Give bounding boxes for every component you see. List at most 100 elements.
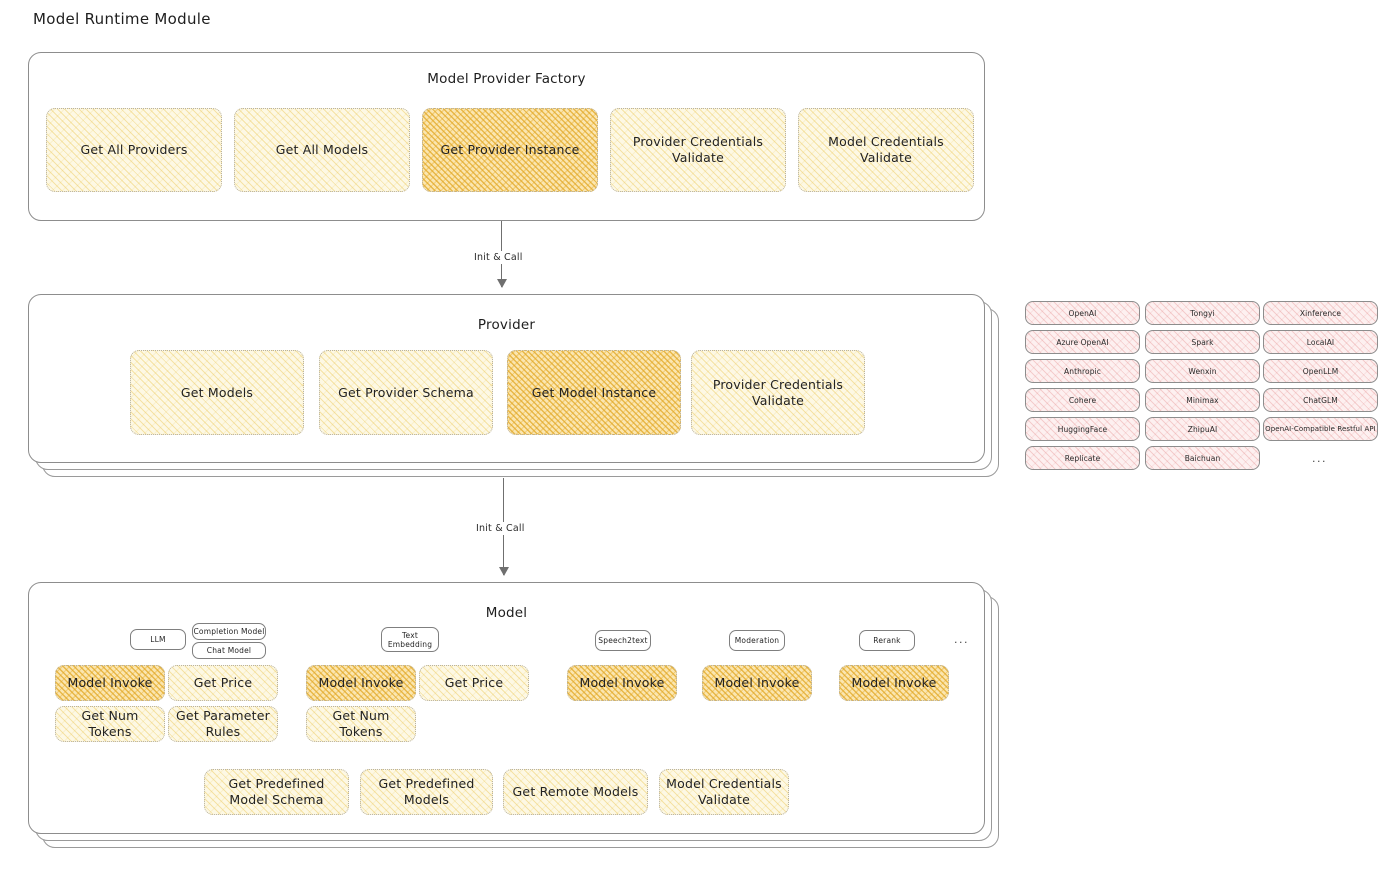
provider-pill-localai[interactable]: LocalAI bbox=[1263, 330, 1378, 354]
card-label: Get Num Tokens bbox=[332, 708, 390, 739]
card-moderation-model-invoke[interactable]: Model Invoke bbox=[702, 665, 812, 701]
card-speech2text-model-invoke[interactable]: Model Invoke bbox=[567, 665, 677, 701]
card-llm-get-num-tokens[interactable]: Get Num Tokens bbox=[55, 706, 165, 742]
provider-title: Provider bbox=[477, 317, 536, 333]
pill-label: OpenLLM bbox=[1302, 366, 1339, 376]
card-label: Provider Credentials Validate bbox=[632, 134, 764, 165]
card-label: Get Remote Models bbox=[512, 784, 639, 800]
badge-label: Chat Model bbox=[206, 646, 252, 655]
card-get-provider-schema[interactable]: Get Provider Schema bbox=[319, 350, 493, 435]
provider-pill-xinference[interactable]: Xinference bbox=[1263, 301, 1378, 325]
connector-2-arrowhead bbox=[499, 567, 509, 576]
provider-pill-zhipuai[interactable]: ZhipuAI bbox=[1145, 417, 1260, 441]
provider-pill-baichuan[interactable]: Baichuan bbox=[1145, 446, 1260, 470]
card-llm-model-invoke[interactable]: Model Invoke bbox=[55, 665, 165, 701]
card-label: Get All Models bbox=[275, 142, 369, 158]
card-label: Model Invoke bbox=[851, 675, 937, 691]
card-get-all-providers[interactable]: Get All Providers bbox=[46, 108, 222, 192]
provider-panel: Provider Get Models Get Provider Schema … bbox=[28, 294, 985, 463]
card-label: Get Predefined Model Schema bbox=[228, 776, 325, 807]
pill-label: Replicate bbox=[1064, 453, 1101, 463]
card-get-model-instance[interactable]: Get Model Instance bbox=[507, 350, 681, 435]
badge-chat-model[interactable]: Chat Model bbox=[192, 642, 266, 659]
model-title: Model bbox=[485, 605, 528, 621]
provider-pill-minimax[interactable]: Minimax bbox=[1145, 388, 1260, 412]
card-llm-get-parameter-rules[interactable]: Get Parameter Rules bbox=[168, 706, 278, 742]
card-text-embedding-get-num-tokens[interactable]: Get Num Tokens bbox=[306, 706, 416, 742]
card-text-embedding-get-price[interactable]: Get Price bbox=[419, 665, 529, 701]
provider-pill-openllm[interactable]: OpenLLM bbox=[1263, 359, 1378, 383]
badge-speech2text[interactable]: Speech2text bbox=[595, 630, 651, 651]
provider-pill-openai[interactable]: OpenAI bbox=[1025, 301, 1140, 325]
badge-label: Text Embedding bbox=[387, 630, 433, 649]
badge-label: Moderation bbox=[734, 636, 780, 645]
pill-label: ZhipuAI bbox=[1187, 424, 1218, 434]
card-get-predefined-model-schema[interactable]: Get Predefined Model Schema bbox=[204, 769, 349, 815]
card-get-predefined-models[interactable]: Get Predefined Models bbox=[360, 769, 493, 815]
provider-pill-openai-compatible-restful-api[interactable]: OpenAI-Compatible Restful API bbox=[1263, 417, 1378, 441]
card-label: Get Parameter Rules bbox=[176, 708, 270, 739]
badge-text-embedding[interactable]: Text Embedding bbox=[381, 627, 439, 652]
card-provider-credentials-validate-2[interactable]: Provider Credentials Validate bbox=[691, 350, 865, 435]
pill-label: OpenAI bbox=[1068, 308, 1097, 318]
card-label: Model Invoke bbox=[714, 675, 800, 691]
model-provider-factory-panel: Model Provider Factory Get All Providers… bbox=[28, 52, 985, 221]
pill-label: Azure OpenAI bbox=[1056, 337, 1109, 347]
pill-label: Tongyi bbox=[1190, 308, 1215, 318]
card-get-all-models[interactable]: Get All Models bbox=[234, 108, 410, 192]
badge-completion-model[interactable]: Completion Model bbox=[192, 623, 266, 640]
pill-label: Wenxin bbox=[1188, 366, 1217, 376]
connector-1-arrowhead bbox=[497, 279, 507, 288]
card-label: Get Provider Instance bbox=[440, 142, 580, 158]
provider-pill-spark[interactable]: Spark bbox=[1145, 330, 1260, 354]
provider-pill-wenxin[interactable]: Wenxin bbox=[1145, 359, 1260, 383]
badge-rerank[interactable]: Rerank bbox=[859, 630, 915, 651]
card-get-remote-models[interactable]: Get Remote Models bbox=[503, 769, 648, 815]
model-provider-factory-title: Model Provider Factory bbox=[427, 71, 586, 87]
pill-label: Baichuan bbox=[1184, 453, 1221, 463]
pill-label: LocalAI bbox=[1306, 337, 1335, 347]
card-label: Get Provider Schema bbox=[338, 384, 474, 400]
connector-2-label: Init & Call bbox=[472, 522, 529, 535]
card-label: Get All Providers bbox=[80, 142, 188, 158]
card-label: Model Credentials Validate bbox=[828, 134, 944, 165]
model-groups-more: ... bbox=[954, 633, 969, 646]
card-label: Get Price bbox=[193, 675, 253, 691]
badge-moderation[interactable]: Moderation bbox=[729, 630, 785, 651]
model-panel: Model LLM Completion Model Chat Model Mo… bbox=[28, 582, 985, 834]
card-text-embedding-model-invoke[interactable]: Model Invoke bbox=[306, 665, 416, 701]
pill-label: ChatGLM bbox=[1303, 395, 1338, 405]
card-label: Get Model Instance bbox=[531, 384, 657, 400]
provider-pill-cohere[interactable]: Cohere bbox=[1025, 388, 1140, 412]
provider-pill-huggingface[interactable]: HuggingFace bbox=[1025, 417, 1140, 441]
card-label: Get Price bbox=[444, 675, 504, 691]
badge-label: Completion Model bbox=[193, 627, 265, 636]
badge-label: Rerank bbox=[873, 636, 901, 645]
card-model-credentials-validate-2[interactable]: Model Credentials Validate bbox=[659, 769, 789, 815]
pill-label: Cohere bbox=[1068, 395, 1097, 405]
pill-label: Anthropic bbox=[1064, 366, 1101, 376]
page-title: Model Runtime Module bbox=[33, 10, 211, 28]
pill-label: OpenAI-Compatible Restful API bbox=[1265, 425, 1376, 433]
provider-pill-tongyi[interactable]: Tongyi bbox=[1145, 301, 1260, 325]
provider-pill-azure-openai[interactable]: Azure OpenAI bbox=[1025, 330, 1140, 354]
pill-label: Spark bbox=[1191, 337, 1214, 347]
pill-label: HuggingFace bbox=[1057, 424, 1108, 434]
card-label: Model Invoke bbox=[67, 675, 153, 691]
card-provider-credentials-validate[interactable]: Provider Credentials Validate bbox=[610, 108, 786, 192]
card-model-credentials-validate[interactable]: Model Credentials Validate bbox=[798, 108, 974, 192]
badge-llm[interactable]: LLM bbox=[130, 629, 186, 650]
provider-pill-replicate[interactable]: Replicate bbox=[1025, 446, 1140, 470]
card-label: Model Credentials Validate bbox=[666, 776, 782, 807]
card-get-provider-instance[interactable]: Get Provider Instance bbox=[422, 108, 598, 192]
badge-label: LLM bbox=[150, 635, 166, 644]
provider-list-more: ... bbox=[1312, 452, 1327, 465]
provider-pill-anthropic[interactable]: Anthropic bbox=[1025, 359, 1140, 383]
card-label: Get Num Tokens bbox=[81, 708, 139, 739]
pill-label: Xinference bbox=[1299, 308, 1342, 318]
card-label: Get Predefined Models bbox=[378, 776, 475, 807]
card-llm-get-price[interactable]: Get Price bbox=[168, 665, 278, 701]
card-get-models[interactable]: Get Models bbox=[130, 350, 304, 435]
card-rerank-model-invoke[interactable]: Model Invoke bbox=[839, 665, 949, 701]
provider-pill-chatglm[interactable]: ChatGLM bbox=[1263, 388, 1378, 412]
